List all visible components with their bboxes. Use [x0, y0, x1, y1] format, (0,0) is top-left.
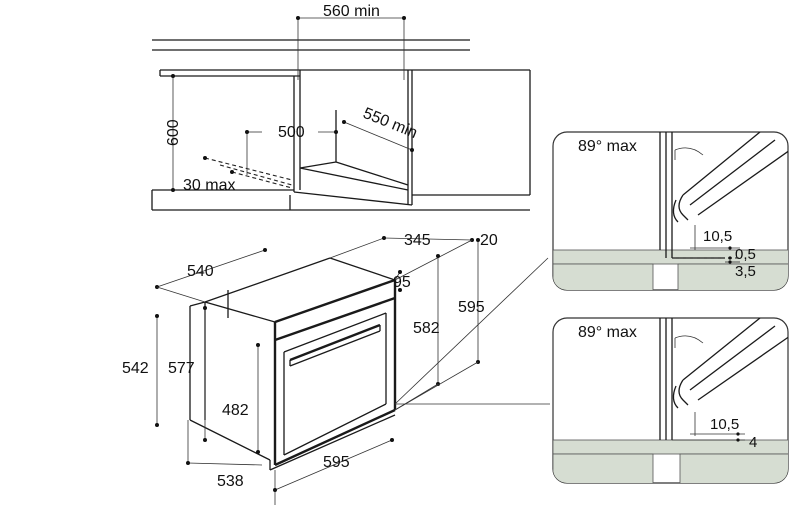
- panel-height-label: 582: [413, 320, 440, 337]
- detail-top-gap-c-label: 3,5: [735, 263, 756, 280]
- niche-vent-label: 500: [278, 124, 305, 141]
- niche-depth-label: 550 min: [361, 105, 420, 142]
- bottom-depth-label: 538: [217, 473, 244, 490]
- front-offset-label: 20: [480, 232, 498, 249]
- detail-bottom-gap-b-label: 4: [749, 434, 757, 451]
- niche-width-label: 560 min: [323, 3, 380, 20]
- detail-top-gap-b-label: 0,5: [735, 246, 756, 263]
- front-width-label: 595: [323, 454, 350, 471]
- body-height-label: 577: [168, 360, 195, 377]
- niche-drawing: [151, 16, 531, 211]
- side-height-label: 542: [122, 360, 149, 377]
- door-height-label: 482: [222, 402, 249, 419]
- top-depth-label: 540: [187, 263, 214, 280]
- niche-height-label: 600: [165, 119, 182, 146]
- detail-top-gap-a-label: 10,5: [703, 228, 732, 245]
- niche-rear-gap-label: 30 max: [183, 177, 235, 194]
- detail-bottom: [552, 317, 789, 484]
- total-height-label: 595: [458, 299, 485, 316]
- front-depth-label: 345: [404, 232, 431, 249]
- detail-bottom-gap-a-label: 10,5: [710, 416, 739, 433]
- detail-top-angle-label: 89° max: [578, 138, 637, 155]
- oven-drawing: [155, 236, 550, 505]
- detail-bottom-angle-label: 89° max: [578, 324, 637, 341]
- detail-top: [552, 131, 789, 291]
- handle-offset-label: 95: [393, 274, 411, 291]
